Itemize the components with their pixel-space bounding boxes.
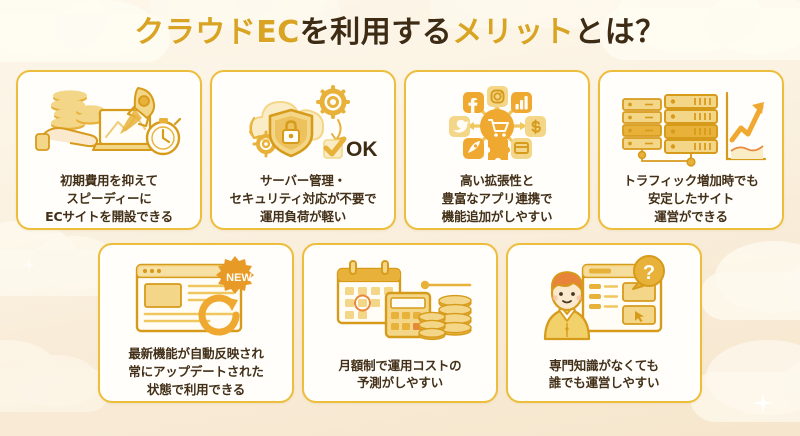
benefit-card-initial-cost[interactable]: 初期費用を抑えて スピーディーに ECサイトを開設できる bbox=[16, 70, 202, 230]
check-ok-icon bbox=[323, 136, 347, 159]
question-mark-label: ? bbox=[643, 262, 655, 284]
card-caption: 初期費用を抑えて スピーディーに ECサイトを開設できる bbox=[45, 172, 173, 227]
benefit-card-auto-update[interactable]: NEW 最新機能が自動反映され 常にアップデートされた 状態で利用できる bbox=[98, 243, 294, 403]
card-artwork: NEW bbox=[105, 253, 287, 345]
arrow-icon bbox=[249, 117, 261, 139]
card-caption: 最新機能が自動反映され 常にアップデートされた 状態で利用できる bbox=[128, 345, 264, 400]
new-badge-icon: NEW bbox=[216, 256, 254, 294]
caption-line: 誰でも運営しやすい bbox=[548, 375, 660, 391]
calendar-calculator-coins-art bbox=[336, 260, 472, 341]
dollar-icon bbox=[525, 116, 546, 137]
card-caption: 月額制で運用コストの 予測がしやすい bbox=[338, 357, 461, 395]
caption-line: セキュリティ対応が不要で bbox=[229, 190, 377, 206]
benefit-row-2: NEW 最新機能が自動反映され 常にアップデートされた 状態で利用できる bbox=[0, 243, 800, 403]
server-rack-icon bbox=[622, 94, 718, 167]
new-badge-label: NEW bbox=[226, 272, 252, 284]
caption-line: 予測がしやすい bbox=[357, 375, 443, 391]
shopping-cart-icon bbox=[480, 109, 514, 143]
caption-line: 機能追加がしやすい bbox=[441, 208, 553, 224]
caption-line: ECサイトを開設できる bbox=[45, 208, 173, 224]
growth-chart-icon bbox=[725, 91, 767, 161]
card-caption: 高い拡張性と 豊富なアプリ連携で 機能追加がしやすい bbox=[442, 172, 553, 227]
title-segment-dark-1: を利用する bbox=[299, 15, 453, 50]
title-segment-gold-2: メリット bbox=[452, 15, 575, 50]
benefit-card-grid: 初期費用を抑えて スピーディーに ECサイトを開設できる bbox=[0, 70, 800, 403]
card-artwork: OK bbox=[217, 80, 389, 172]
hand-icon bbox=[35, 127, 99, 151]
title-segment-dark-2: とは？ bbox=[574, 15, 666, 50]
card-caption: サーバー管理・ セキュリティ対応が不要で 運用負荷が軽い bbox=[230, 172, 377, 227]
trend-line-icon bbox=[420, 280, 472, 290]
caption-line: トラフィック増加時でも bbox=[623, 173, 759, 188]
coin-stack-icon bbox=[418, 294, 472, 341]
benefit-card-traffic-stability[interactable]: トラフィック増加時でも 安定したサイト 運営ができる bbox=[598, 70, 784, 230]
benefit-card-extensibility[interactable]: 高い拡張性と 豊富なアプリ連携で 機能追加がしやすい bbox=[404, 70, 590, 230]
card-artwork: ? bbox=[513, 253, 695, 345]
ok-badge-label: OK bbox=[346, 138, 378, 161]
caption-line: 初期費用を抑えて bbox=[60, 173, 158, 188]
card-artwork bbox=[605, 80, 777, 172]
card-caption: トラフィック増加時でも 安定したサイト 運営ができる bbox=[623, 172, 758, 227]
card-artwork bbox=[411, 80, 583, 172]
server-growth-art bbox=[622, 91, 767, 167]
caption-line: スピーディーに bbox=[66, 190, 152, 206]
twitter-icon bbox=[449, 116, 470, 137]
calendar-icon bbox=[336, 260, 402, 325]
arrow-icon bbox=[331, 119, 343, 141]
refresh-icon bbox=[198, 294, 240, 336]
instagram-icon bbox=[487, 86, 508, 107]
coin-stack-icon bbox=[51, 90, 104, 131]
caption-line: 運営ができる bbox=[654, 208, 728, 224]
caption-line: 最新機能が自動反映され bbox=[128, 346, 264, 361]
stopwatch-icon bbox=[145, 117, 182, 156]
caption-line: 豊富なアプリ連携で bbox=[441, 190, 553, 206]
person-browser-question-art: ? bbox=[543, 255, 665, 341]
browser-window-icon bbox=[135, 263, 243, 333]
card-caption: 専門知識がなくても 誰でも運営しやすい bbox=[549, 357, 660, 395]
browser-new-refresh-art: NEW bbox=[135, 256, 254, 336]
hand-coins-laptop-rocket-stopwatch-art bbox=[35, 87, 182, 156]
caption-line: 専門知識がなくても bbox=[549, 357, 659, 373]
title-segment-gold-1: クラウドEC bbox=[134, 15, 300, 50]
credit-card-icon bbox=[511, 138, 532, 159]
question-bubble-icon: ? bbox=[632, 255, 665, 290]
benefit-card-no-expertise[interactable]: ? bbox=[506, 243, 702, 403]
benefit-row-1: 初期費用を抑えて スピーディーに ECサイトを開設できる bbox=[0, 70, 800, 230]
title-bar: クラウドECを利用するメリットとは？ bbox=[0, 0, 800, 70]
card-artwork bbox=[23, 80, 195, 172]
facebook-icon bbox=[463, 92, 484, 114]
map-pin-icon bbox=[463, 138, 484, 159]
benefit-card-server-security[interactable]: OK サーバー管理・ セキュリティ対応が不要で 運用負荷が軽い bbox=[210, 70, 396, 230]
caption-line: 状態で利用できる bbox=[146, 381, 246, 397]
cloud-shield-gear-ok-art: OK bbox=[248, 85, 378, 161]
rocket-icon bbox=[120, 87, 156, 134]
caption-line: 月額制で運用コストの bbox=[338, 357, 462, 373]
shield-lock-icon bbox=[268, 108, 314, 158]
caption-line: 運用負荷が軽い bbox=[259, 208, 347, 224]
card-artwork bbox=[309, 253, 491, 345]
bar-chart-icon bbox=[511, 92, 532, 113]
page-title: クラウドECを利用するメリットとは？ bbox=[0, 14, 800, 52]
gear-icon bbox=[316, 85, 350, 119]
caption-line: 常にアップデートされた bbox=[128, 363, 264, 379]
caption-line: 安定したサイト bbox=[647, 190, 735, 206]
person-icon bbox=[543, 271, 591, 341]
puzzle-icon bbox=[488, 137, 511, 160]
benefit-card-monthly-cost[interactable]: 月額制で運用コストの 予測がしやすい bbox=[302, 243, 498, 403]
cursor-icon bbox=[635, 311, 644, 322]
app-integration-art bbox=[449, 86, 546, 160]
caption-line: サーバー管理・ bbox=[260, 173, 346, 188]
caption-line: 高い拡張性と bbox=[460, 173, 534, 188]
